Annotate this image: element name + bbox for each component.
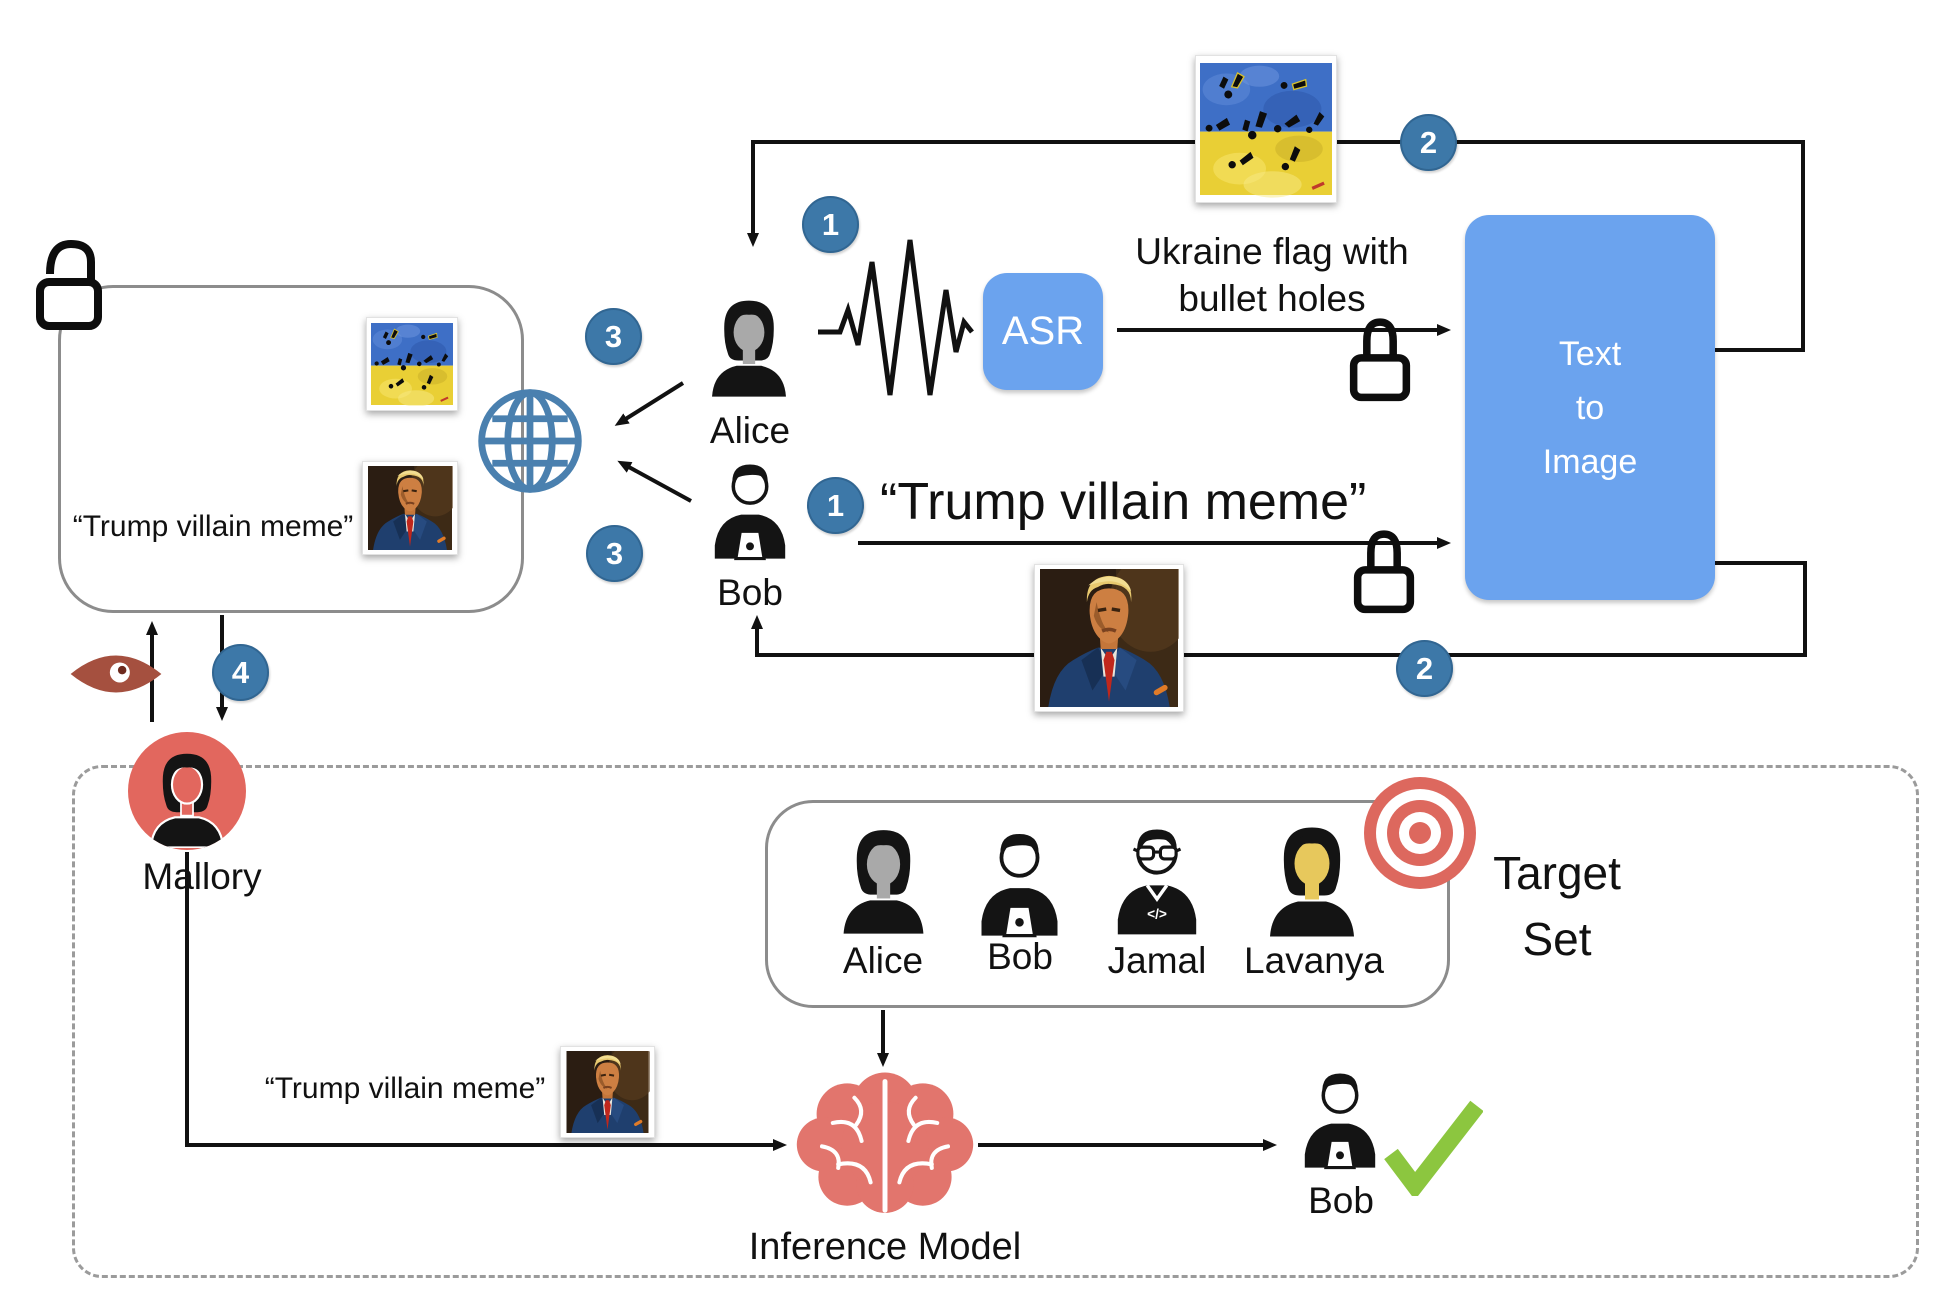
asr-transcript-text: Ukraine flag with bullet holes bbox=[1135, 231, 1409, 319]
targetset-jamal-label: Jamal bbox=[1107, 940, 1207, 981]
target-set-label: Target Set bbox=[1493, 847, 1621, 965]
step-badge-4: 4 bbox=[212, 644, 269, 701]
mallory-label: Mallory bbox=[142, 856, 262, 897]
arrow-alice-to-globe bbox=[614, 381, 685, 426]
query-caption: “Trump villain meme” bbox=[264, 1072, 546, 1105]
asr-label: ASR bbox=[1001, 309, 1085, 353]
result-bob-icon bbox=[1296, 1060, 1384, 1174]
speech-waveform-icon bbox=[818, 239, 974, 396]
trump-image-query bbox=[560, 1046, 655, 1138]
inference-model-label: Inference Model bbox=[748, 1226, 1022, 1268]
globe-icon bbox=[472, 383, 588, 499]
jamal-code-glyph: </> bbox=[1147, 907, 1167, 922]
ukraine-flag-image-feed bbox=[366, 317, 458, 411]
step-badge-1-alice: 1 bbox=[802, 196, 859, 253]
targetset-lavanya-label: Lavanya bbox=[1244, 940, 1384, 981]
asr-box: ASR bbox=[983, 273, 1103, 390]
open-lock-icon bbox=[36, 236, 104, 332]
eye-icon bbox=[66, 648, 166, 700]
t2i-label-line2: to bbox=[1575, 388, 1605, 427]
t2i-label-line1: Text bbox=[1558, 334, 1622, 373]
step-badge-1-bob: 1 bbox=[807, 477, 864, 534]
checkmark-icon bbox=[1383, 1098, 1484, 1201]
private-lock-icon-alice bbox=[1348, 308, 1412, 404]
alice-user-icon bbox=[705, 292, 793, 400]
brain-icon bbox=[795, 1070, 975, 1220]
step-badge-2-bottom: 2 bbox=[1396, 640, 1453, 697]
targetset-alice-label: Alice bbox=[842, 940, 924, 981]
bob-prompt-text: “Trump villain meme” bbox=[880, 473, 1367, 531]
bob-label: Bob bbox=[717, 572, 783, 613]
arrow-bob-to-globe bbox=[617, 460, 692, 503]
t2i-label-line3: Image bbox=[1542, 442, 1638, 481]
feed-post-caption: “Trump villain meme” bbox=[72, 510, 354, 543]
step-badge-3-alice: 3 bbox=[585, 308, 642, 365]
public-feed-box bbox=[58, 285, 524, 613]
targetset-bob-icon bbox=[972, 822, 1067, 940]
targetset-alice-icon bbox=[836, 818, 931, 940]
step-badge-3-bob: 3 bbox=[586, 525, 643, 582]
alice-label: Alice bbox=[709, 410, 791, 451]
targetset-bob-label: Bob bbox=[987, 936, 1053, 977]
mallory-avatar bbox=[128, 732, 246, 850]
targetset-lavanya-icon bbox=[1262, 820, 1362, 938]
bob-user-icon bbox=[706, 452, 794, 564]
result-bob-label: Bob bbox=[1308, 1180, 1374, 1221]
step-badge-2-top: 2 bbox=[1400, 114, 1457, 171]
ukraine-flag-image-top bbox=[1195, 55, 1337, 203]
trump-image-feed bbox=[362, 461, 458, 555]
mallory-user-icon bbox=[149, 753, 225, 848]
attack-scope-box bbox=[72, 765, 1919, 1278]
private-lock-icon-bob bbox=[1352, 520, 1416, 616]
text-to-image-box: Text to Image bbox=[1465, 215, 1715, 600]
trump-image-bob-output bbox=[1034, 564, 1184, 712]
targetset-jamal-icon: </> bbox=[1108, 818, 1206, 938]
bullseye-target-icon bbox=[1360, 773, 1480, 893]
